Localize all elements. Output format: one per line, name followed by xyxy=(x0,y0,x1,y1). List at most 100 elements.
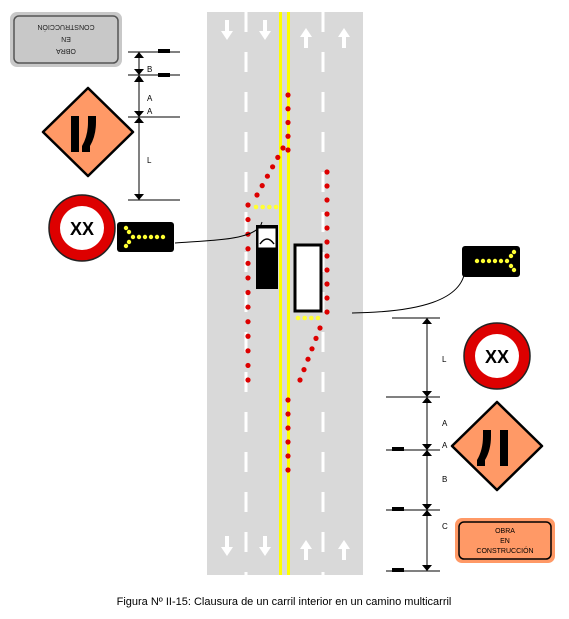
work-vehicle-icon xyxy=(256,225,278,289)
bottom-panel-line-1: OBRA xyxy=(495,528,515,535)
arrow-light-dot xyxy=(508,263,514,269)
cone-light-dot xyxy=(253,204,259,210)
top-speed-limit-value: XX xyxy=(70,219,94,239)
top-speed-limit-sign: XX xyxy=(48,194,116,262)
arrow-light-dot xyxy=(486,258,492,264)
top-panel-line-2: EN xyxy=(61,35,71,42)
cone-light-dot xyxy=(267,204,272,210)
road-surface xyxy=(207,12,363,575)
cone-dot xyxy=(245,202,251,208)
bottom-lane-ends-warning-sign-icon xyxy=(450,400,544,492)
top-lane-ends-warning-sign-icon xyxy=(41,86,135,178)
cone-dot xyxy=(285,453,291,459)
cone-dot xyxy=(285,411,291,417)
arrow-board-left-icon xyxy=(117,222,174,252)
traffic-cones xyxy=(245,92,330,473)
cone-dot xyxy=(245,333,251,339)
cone-dot xyxy=(245,246,251,252)
cone-dot xyxy=(301,367,307,373)
figure-caption: Figura Nº II-15: Clausura de un carril i… xyxy=(117,596,452,608)
cone-dot xyxy=(245,362,251,369)
cone-dot xyxy=(245,304,251,310)
bottom-speed-limit-sign: XX xyxy=(463,322,531,390)
cone-dot xyxy=(285,439,291,445)
cone-dot xyxy=(324,253,330,259)
arrow-light-dot xyxy=(511,267,517,273)
cone-light-dot xyxy=(309,315,314,321)
top-dim-l: L xyxy=(147,156,152,165)
cone-dot xyxy=(313,335,319,341)
cone-dot xyxy=(245,348,251,354)
arrow-light-dot xyxy=(126,229,132,235)
cone-dot xyxy=(317,325,323,331)
work-trailer-icon xyxy=(293,243,323,313)
cone-light-dot xyxy=(295,315,301,321)
cone-dot xyxy=(324,309,330,315)
cone-dot xyxy=(280,145,286,151)
cone-dot xyxy=(324,197,330,203)
cone-dot xyxy=(285,92,291,98)
arrow-light-dot xyxy=(136,234,142,240)
top-dim-a1: A xyxy=(147,94,153,103)
arrow-light-dot xyxy=(148,234,154,240)
cone-dot xyxy=(245,377,251,383)
bottom-speed-limit-value: XX xyxy=(485,347,509,367)
top-dim-a2: A xyxy=(147,107,153,116)
cone-dot xyxy=(324,267,330,273)
cone-dot xyxy=(324,281,330,287)
bottom-panel-line-2: EN xyxy=(500,538,510,545)
top-dim-b: B xyxy=(147,65,152,74)
cone-dot xyxy=(259,183,265,189)
bottom-dimension-line xyxy=(386,317,440,572)
cone-dot xyxy=(285,467,291,473)
arrow-light-dot xyxy=(480,258,486,264)
arrow-light-dot xyxy=(126,239,132,245)
arrow-board-right-icon xyxy=(462,246,520,277)
bottom-dim-a1: A xyxy=(442,419,448,428)
leader-lines xyxy=(174,221,466,314)
cone-dot xyxy=(264,173,270,179)
cone-dot xyxy=(245,289,251,296)
cone-dot xyxy=(285,425,291,431)
bottom-dim-a2: A xyxy=(442,441,448,450)
top-panel-line-3: CONSTRUCCIÓN xyxy=(37,23,94,32)
top-dimension-line xyxy=(128,49,180,201)
center-double-line xyxy=(279,12,290,575)
arrow-light-dot xyxy=(154,234,160,240)
cone-dot xyxy=(297,377,303,383)
top-work-zone-panel-sign: OBRA EN CONSTRUCCIÓN xyxy=(10,12,122,67)
cone-light-dot xyxy=(315,315,321,321)
cone-light-dot xyxy=(273,204,279,210)
arrow-light-dot xyxy=(160,234,166,240)
cone-dot xyxy=(270,164,276,170)
arrow-light-dot xyxy=(130,234,136,240)
bottom-dim-b: B xyxy=(442,475,447,484)
top-panel-line-1: OBRA xyxy=(56,47,76,54)
arrow-light-dot xyxy=(142,234,148,240)
arrow-light-dot xyxy=(504,258,510,264)
arrow-light-dot xyxy=(474,258,480,264)
cone-dot xyxy=(324,169,330,175)
cone-dot xyxy=(324,239,330,245)
cone-dot xyxy=(245,319,251,325)
bottom-dim-l: L xyxy=(442,355,447,364)
cone-light-dot xyxy=(302,315,307,321)
cone-dot xyxy=(245,216,251,223)
arrow-light-dot xyxy=(498,258,504,264)
cone-light-dot xyxy=(260,204,265,210)
cone-dot xyxy=(324,183,330,189)
bottom-dim-c: C xyxy=(442,522,448,531)
bottom-work-zone-panel-sign: OBRA EN CONSTRUCCIÓN xyxy=(455,518,555,563)
cone-dot xyxy=(285,106,291,112)
cone-dot xyxy=(324,225,330,231)
cone-dot xyxy=(324,211,330,217)
arrow-light-dot xyxy=(123,225,129,231)
cone-dot xyxy=(285,133,291,139)
cone-dot xyxy=(285,147,291,153)
arrow-light-dot xyxy=(123,243,129,249)
cone-dot xyxy=(245,275,251,281)
cone-dot xyxy=(275,154,281,160)
arrow-light-dot xyxy=(511,249,517,255)
cone-dot xyxy=(324,295,330,301)
